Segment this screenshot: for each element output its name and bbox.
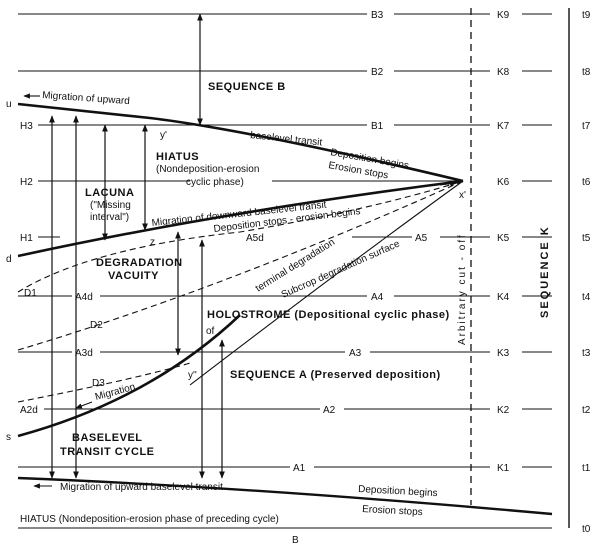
degradation-label: DEGRADATION — [96, 257, 183, 269]
degradation-d2 — [17, 180, 464, 351]
label-t7: t7 — [582, 121, 591, 132]
label-k4: K4 — [497, 292, 510, 303]
a-d-labels: A5d A4d A3d A2d — [20, 233, 264, 416]
label-a4d: A4d — [75, 292, 93, 303]
lacuna-sub2: interval") — [90, 212, 129, 223]
upper-transit-line — [17, 102, 464, 183]
label-t2: t2 — [582, 405, 591, 416]
label-s: s — [6, 432, 11, 443]
hiatus-bottom-label: HIATUS (Nondeposition-erosion phase of p… — [20, 514, 279, 525]
label-k6: K6 — [497, 177, 510, 188]
edge-letters: u d s B — [6, 99, 299, 546]
label-t3: t3 — [582, 348, 591, 359]
label-d2: D2 — [90, 320, 103, 331]
sequence-b-label: SEQUENCE B — [208, 81, 286, 93]
label-a5: A5 — [415, 233, 428, 244]
baselevel-label: BASELEVEL — [72, 432, 143, 444]
migration-arrows — [23, 93, 457, 489]
label-a5d: A5d — [246, 233, 264, 244]
label-a1: A1 — [293, 463, 306, 474]
interval-arrows — [49, 13, 225, 479]
label-a3: A3 — [349, 348, 362, 359]
label-t5: t5 — [582, 233, 591, 244]
point-y2: y'' — [188, 370, 197, 381]
h-labels: H3 H2 H1 — [20, 121, 33, 244]
point-y1: y' — [160, 130, 167, 141]
hiatus-sub2: cyclic phase) — [186, 177, 244, 188]
label-u: u — [6, 99, 12, 110]
b-labels: B3 B2 B1 — [371, 10, 384, 132]
arrow-migration-downward — [439, 181, 457, 187]
baselevel-transit-label: baselevel transit — [250, 130, 323, 149]
erosion-stops-bottom-label: Erosion stops — [362, 504, 423, 518]
label-t4: t4 — [582, 292, 591, 303]
a-labels: A5 A4 A3 A2 A1 — [293, 233, 428, 474]
label-a2d: A2d — [20, 405, 38, 416]
label-d1: D1 — [24, 288, 37, 299]
transit-cycle-label: TRANSIT CYCLE — [60, 446, 155, 458]
label-d3: D3 — [92, 378, 105, 389]
label-h1: H1 — [20, 233, 33, 244]
d-labels: D1 D2 D3 — [24, 288, 105, 389]
label-k9: K9 — [497, 10, 510, 21]
point-of: of — [206, 326, 215, 337]
degradation-d3 — [17, 362, 191, 403]
label-b2: B2 — [371, 67, 384, 78]
label-b1: B1 — [371, 121, 384, 132]
label-t6: t6 — [582, 177, 591, 188]
label-t9: t9 — [582, 10, 591, 21]
label-bottom-b: B — [292, 535, 299, 546]
label-k5: K5 — [497, 233, 510, 244]
label-d: d — [6, 254, 12, 265]
hiatus-label: HIATUS — [156, 151, 199, 163]
arrow-migration-lower — [75, 401, 93, 409]
label-h3: H3 — [20, 121, 33, 132]
sequence-a-label: SEQUENCE A (Preserved deposition) — [230, 369, 441, 381]
point-x1: x' — [459, 190, 466, 201]
lacuna-sub1: ("Missing — [90, 200, 131, 211]
label-t8: t8 — [582, 67, 591, 78]
label-k8: K8 — [497, 67, 510, 78]
label-b3: B3 — [371, 10, 384, 21]
annotations: SEQUENCE B Migration of upward baselevel… — [20, 81, 450, 525]
lacuna-label: LACUNA — [85, 187, 134, 199]
cutoff-label: Arbitrary cut - off — [457, 233, 468, 345]
label-k2: K2 — [497, 405, 510, 416]
label-a3d: A3d — [75, 348, 93, 359]
deposition-begins-bottom-label: Deposition begins — [358, 484, 438, 499]
degradation-d1 — [17, 180, 464, 293]
sequence-k-label: SEQUENCE K — [539, 225, 551, 318]
holostrome-label: HOLOSTROME (Depositional cyclic phase) — [207, 309, 450, 321]
label-k1: K1 — [497, 463, 510, 474]
time-labels: t9 t8 t7 t6 t5 t4 t3 t2 t1 t0 — [582, 10, 591, 535]
label-a4: A4 — [371, 292, 384, 303]
label-k7: K7 — [497, 121, 510, 132]
label-h2: H2 — [20, 177, 33, 188]
bottom-transit-line — [17, 476, 553, 516]
label-k3: K3 — [497, 348, 510, 359]
label-t0: t0 — [582, 524, 591, 535]
label-a2: A2 — [323, 405, 336, 416]
point-z: z — [150, 237, 155, 248]
hiatus-sub1: (Nondeposition-erosion — [156, 164, 259, 175]
vacuity-label: VACUITY — [108, 270, 159, 282]
label-t1: t1 — [582, 463, 591, 474]
k-labels: K9 K8 K7 K6 K5 K4 K3 K2 K1 — [497, 10, 510, 474]
terminal-degradation-line — [189, 180, 464, 386]
point-labels: y' y'' z x' of — [150, 130, 466, 381]
migration-upward-bottom-label: Migration of upward baselevel transit — [60, 482, 223, 493]
migration-upward-top-label: Migration of upward — [42, 90, 130, 107]
